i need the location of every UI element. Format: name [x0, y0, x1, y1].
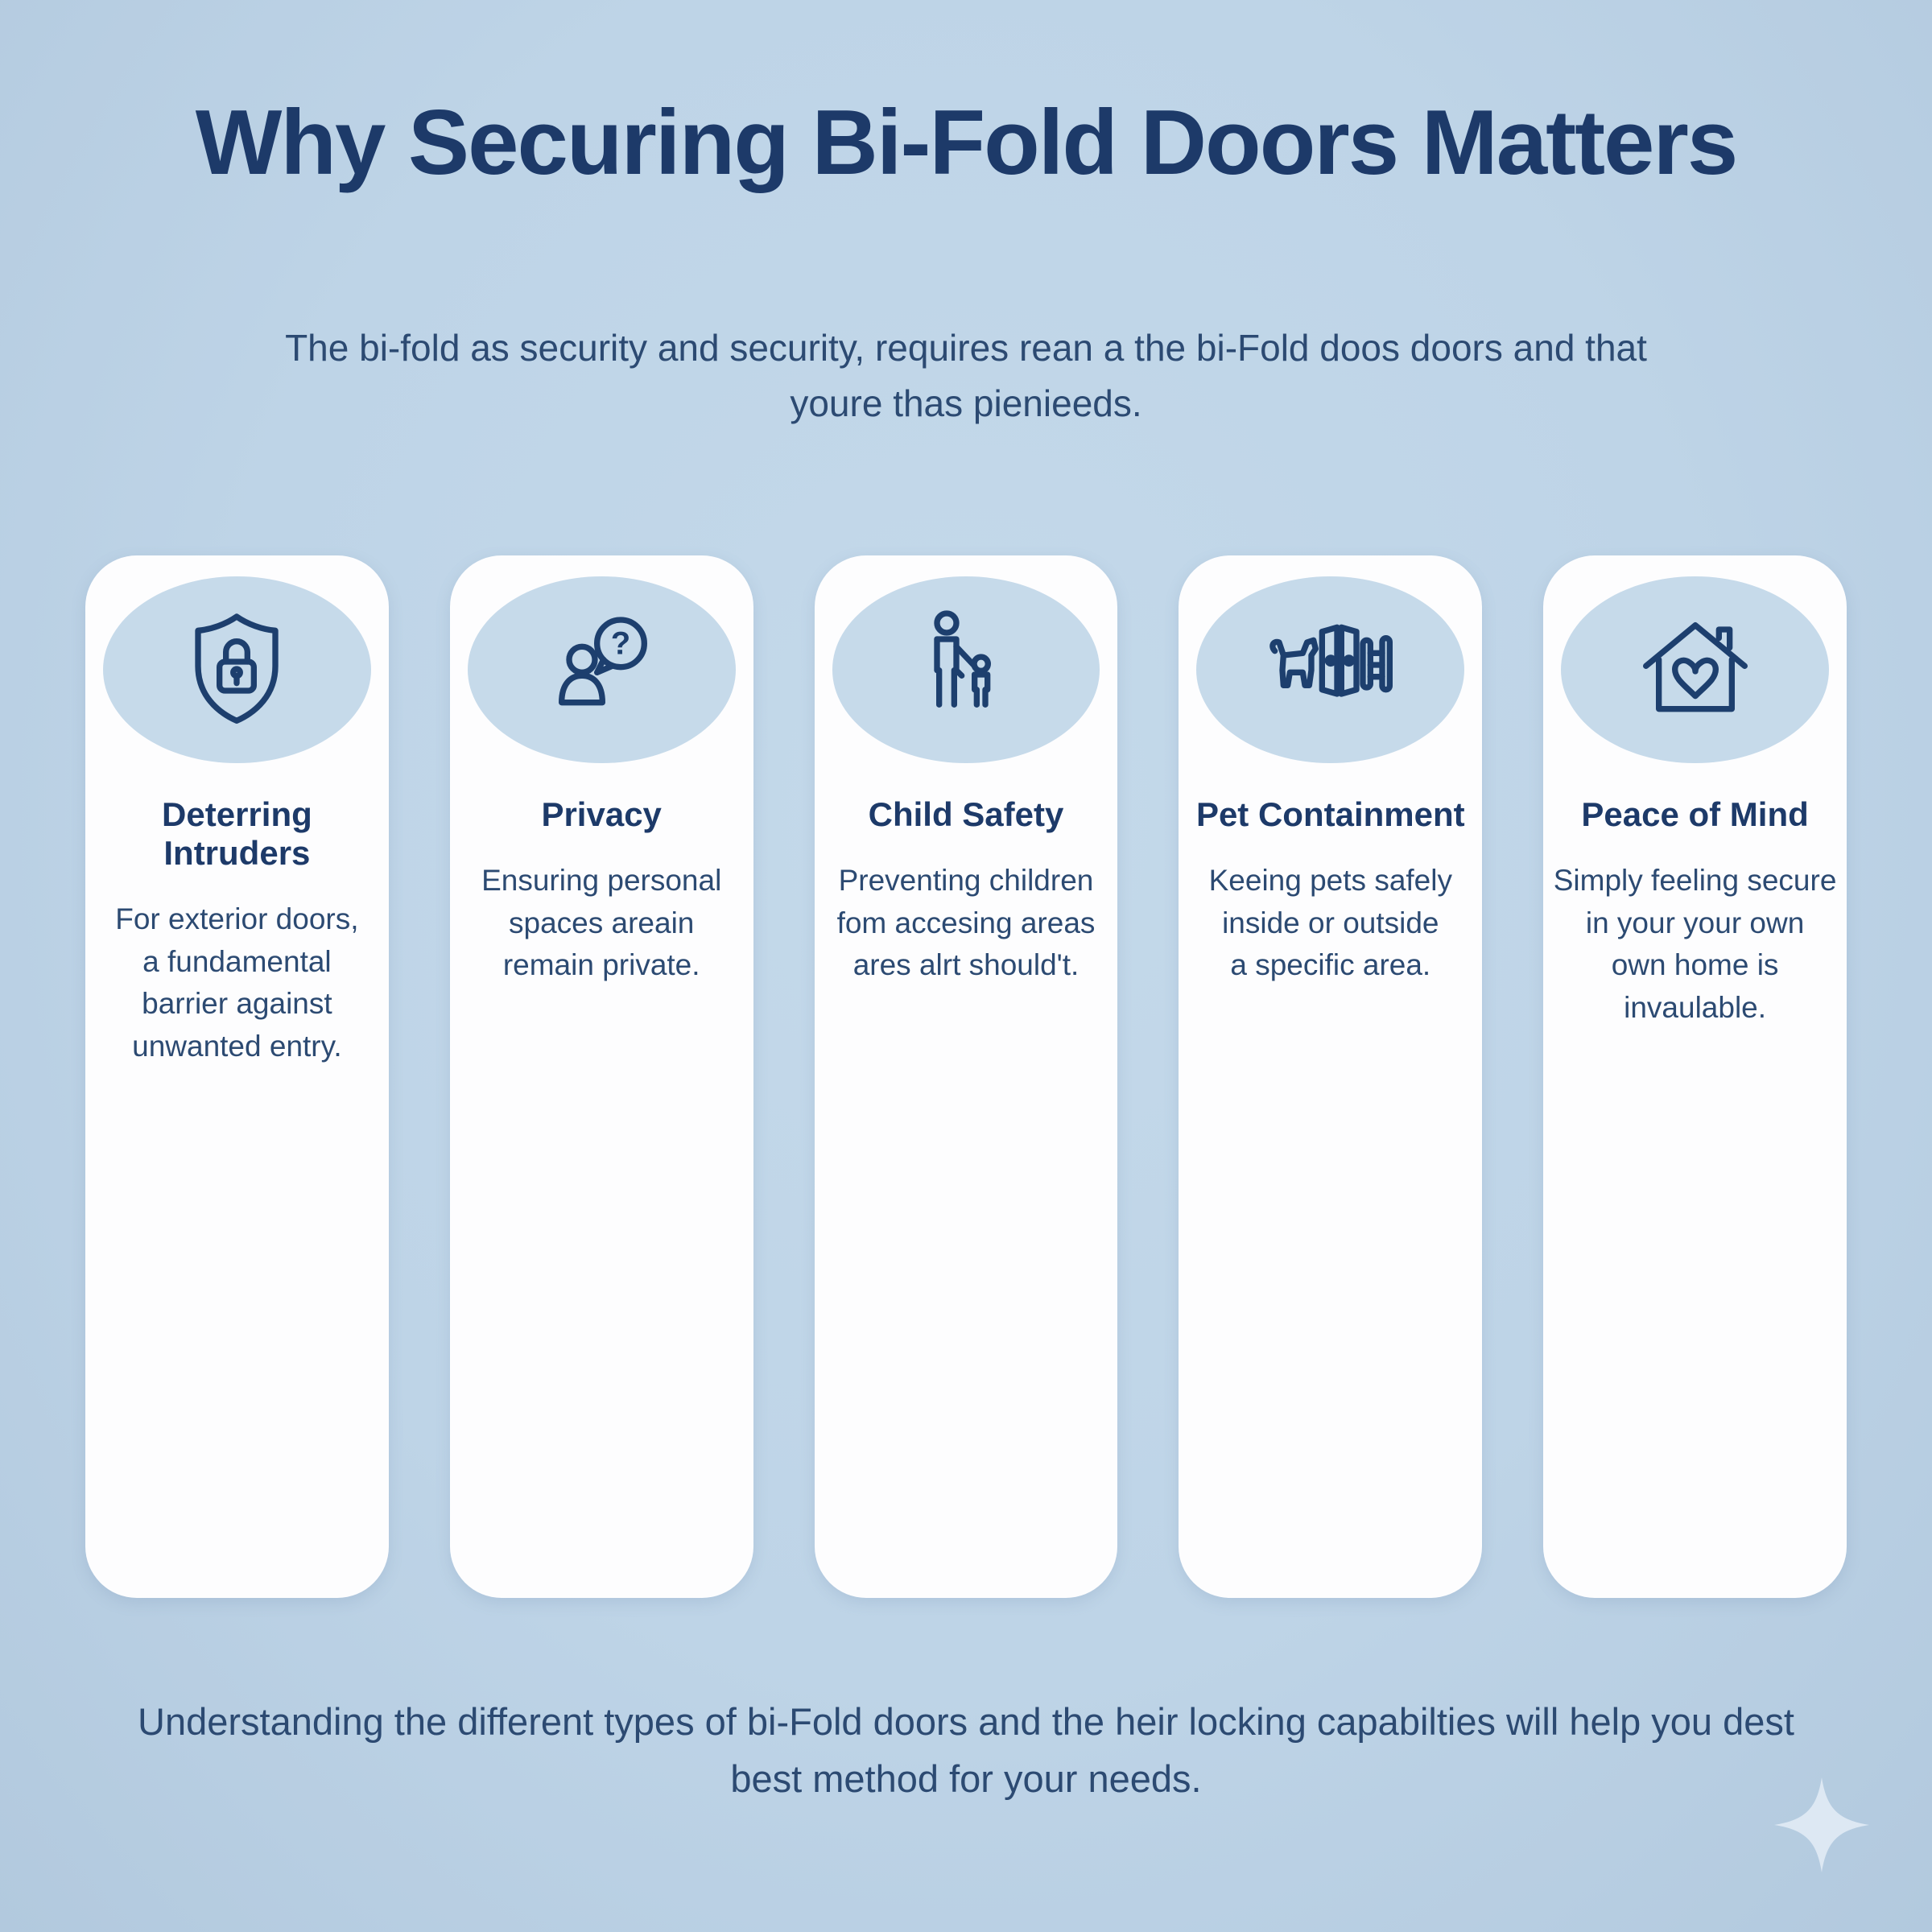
card-pet-containment: Pet Containment Keeing pets safely insid… [1179, 555, 1483, 1598]
person-question-icon: ? [537, 604, 666, 737]
card-privacy: ? Privacy Ensuring personal spaces areai… [449, 555, 753, 1598]
card-title: Privacy [541, 795, 662, 833]
icon-oval: ? [467, 576, 736, 763]
card-title: Child Safety [868, 795, 1064, 833]
icon-oval [832, 576, 1100, 763]
icon-oval [1196, 576, 1465, 763]
footer-note: Understanding the different types of bi-… [138, 1700, 1794, 1800]
house-heart-icon [1631, 604, 1760, 737]
adult-child-icon [902, 604, 1030, 737]
card-description: For exterior doors, a fundamental barrie… [115, 902, 359, 1063]
card-title: Deterring Intruders [162, 795, 312, 872]
icon-oval [103, 576, 371, 763]
card-description: Ensuring personal spaces areain remain p… [481, 864, 722, 982]
card-child-safety: Child Safety Preventing children fom acc… [814, 555, 1118, 1598]
card-title: Pet Containment [1195, 795, 1465, 833]
card-description: Preventing children fom accesing areas a… [836, 864, 1096, 982]
card-description: Simply feeling secure in your your own o… [1553, 864, 1837, 1024]
card-description: Keeing pets safely inside or outside a s… [1208, 864, 1452, 982]
sparkle-icon [1773, 1776, 1871, 1874]
svg-text:?: ? [611, 625, 630, 661]
icon-oval [1561, 576, 1829, 763]
dog-door-gate-icon [1266, 604, 1395, 737]
shield-lock-icon [172, 604, 301, 737]
card-peace-of-mind: Peace of Mind Simply feeling secure in y… [1543, 555, 1847, 1598]
card-deterring-intruders: Deterring Intruders For exterior doors, … [85, 555, 389, 1598]
cards-row: Deterring Intruders For exterior doors, … [85, 555, 1847, 1598]
page-title: Why Securing Bi-Fold Doors Matters [195, 92, 1738, 194]
page-subtitle: The bi-fold as security and security, re… [285, 327, 1647, 424]
card-title: Peace of Mind [1581, 795, 1809, 833]
